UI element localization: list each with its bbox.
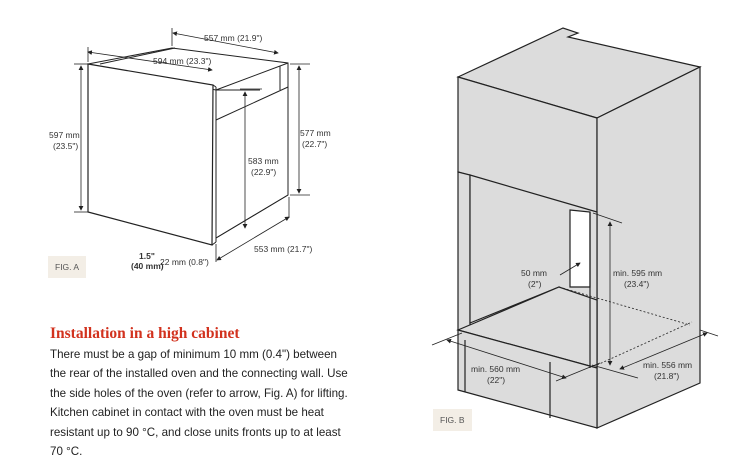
dim-niche-depth-in: (21.8") xyxy=(654,371,680,381)
fig-b-label: FIG. B xyxy=(433,409,472,431)
dim-body-height-in: (22.7") xyxy=(302,139,328,149)
dim-niche-depth-mm: min. 556 mm xyxy=(643,360,693,370)
dim-depth: 553 mm (21.7") xyxy=(254,244,313,254)
oven-drawing xyxy=(87,47,289,246)
fig-a-label: FIG. A xyxy=(48,256,87,278)
section-body: There must be a gap of minimum 10 mm (0.… xyxy=(50,348,348,459)
dim-panel-mm: (40 mm) xyxy=(131,261,164,271)
dim-inner-height-mm: 583 mm xyxy=(248,156,279,166)
dim-body-height-mm: 577 mm xyxy=(300,128,331,138)
dim-height-in: (23.5") xyxy=(53,141,79,151)
fig-b-dimension-lines xyxy=(431,212,719,382)
dim-gap-in: (2") xyxy=(528,279,542,289)
dim-top-depth: 557 mm (21.9") xyxy=(204,33,263,43)
dim-panel-thickness: 22 mm (0.8") xyxy=(160,257,209,267)
dim-niche-height-in: (23.4") xyxy=(624,279,650,289)
dim-gap-mm: 50 mm xyxy=(521,268,547,278)
dim-inner-height-in: (22.9") xyxy=(251,167,277,177)
dim-panel-in: 1.5" xyxy=(139,251,155,261)
dim-height-mm: 597 mm xyxy=(49,130,80,140)
fig-a-dimension-lines xyxy=(74,28,310,262)
dim-niche-height-mm: min. 595 mm xyxy=(613,268,663,278)
section-title: Installation in a high cabinet xyxy=(50,325,240,342)
dim-width: 594 mm (23.3") xyxy=(153,56,212,66)
dim-niche-width-in: (22") xyxy=(487,375,506,385)
dim-niche-width-mm: min. 560 mm xyxy=(471,364,521,374)
